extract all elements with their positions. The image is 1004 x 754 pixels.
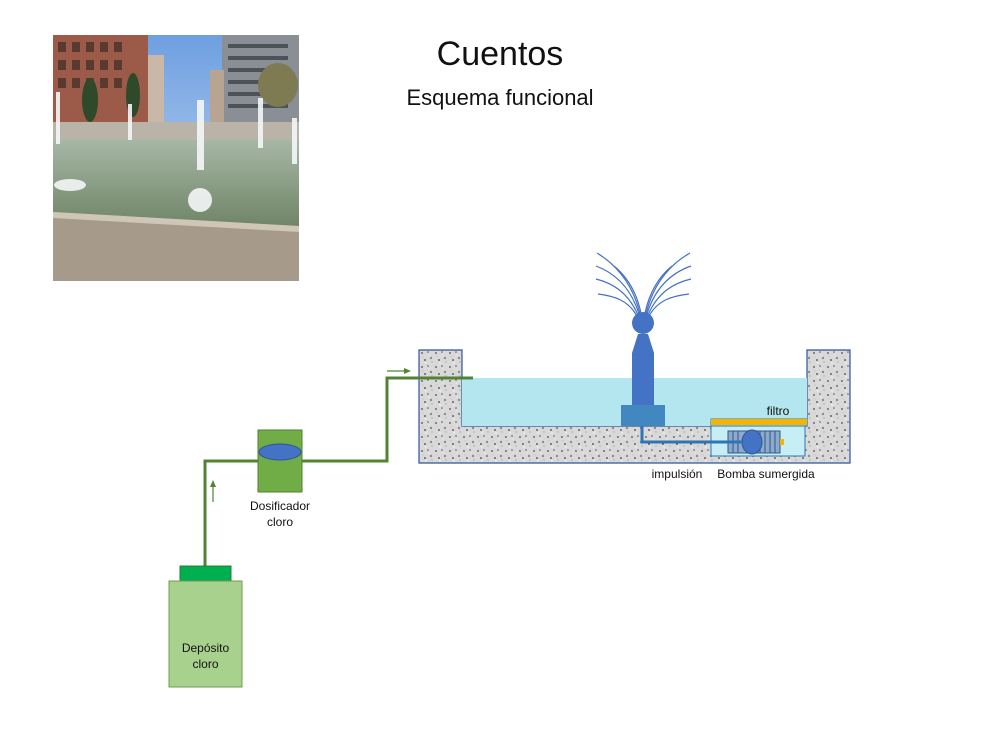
- page-title: Cuentos: [436, 35, 564, 73]
- tank-label-line1: Depósito: [181, 641, 230, 655]
- fountain-nozzle: [621, 312, 665, 426]
- water-jets: [595, 252, 692, 317]
- chlorine-pipe: [203, 376, 473, 568]
- chlorine-dosifier: [257, 429, 303, 493]
- dosifier-label: Dosificador cloro: [238, 498, 322, 530]
- page-subtitle: Esquema funcional: [406, 85, 594, 110]
- filter-label: filtro: [766, 404, 790, 418]
- dosifier-label-line2: cloro: [266, 515, 293, 529]
- flow-arrow-up-icon: [210, 480, 216, 502]
- flow-arrow-right-icon: [387, 368, 411, 374]
- submerged-pump-label: Bomba sumergida: [717, 467, 815, 481]
- chlorine-tank: [168, 565, 243, 688]
- fountain-photo-icon: [53, 35, 299, 281]
- dosifier-label-line1: Dosificador: [249, 499, 311, 513]
- tank-label: Depósito cloro: [169, 640, 242, 672]
- impulsion-pipe: [640, 426, 742, 444]
- tank-label-line2: cloro: [192, 657, 219, 671]
- filter-bar: [711, 419, 807, 425]
- impulsion-label: impulsión: [651, 467, 703, 481]
